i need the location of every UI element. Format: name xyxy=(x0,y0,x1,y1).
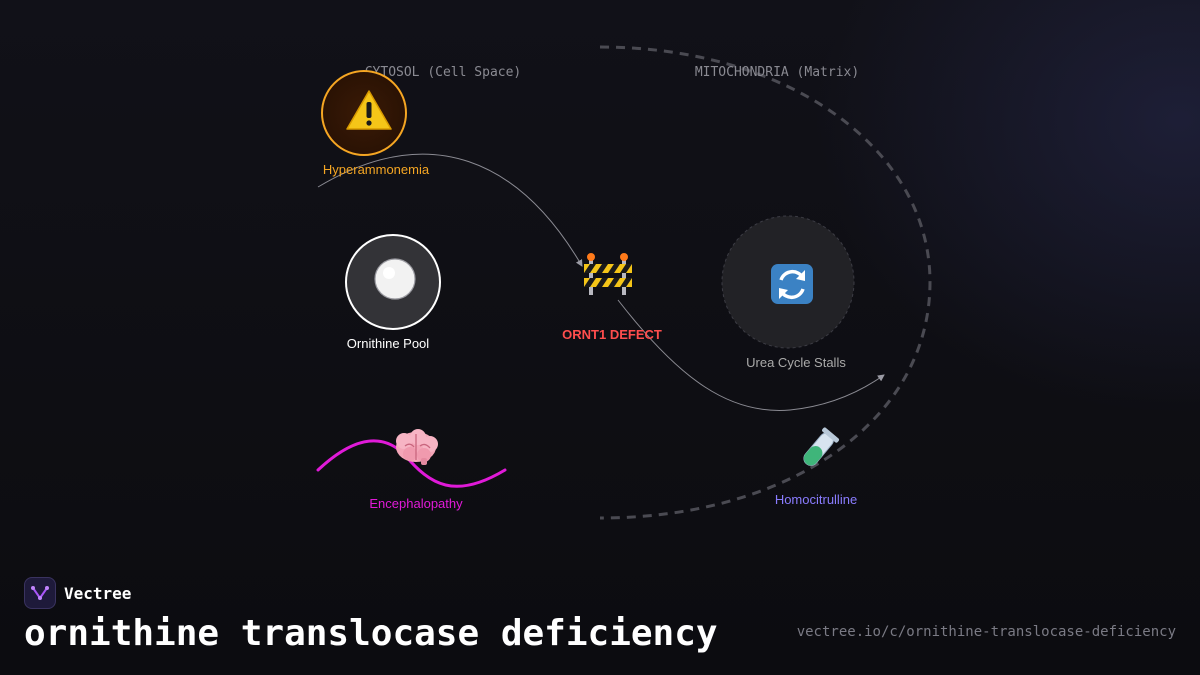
ornithine-pool-label: Ornithine Pool xyxy=(347,336,429,351)
brain-icon xyxy=(396,429,438,465)
construction-barrier-icon xyxy=(584,253,632,295)
node-ornt1-defect[interactable]: ORNT1 DEFECT xyxy=(562,253,662,342)
white-circle-icon xyxy=(374,258,416,300)
cycle-arrows-icon xyxy=(771,264,813,304)
urea-cycle-label: Urea Cycle Stalls xyxy=(746,355,846,370)
region-label-cytosol: CYTOSOL (Cell Space) xyxy=(365,65,522,80)
ornt1-defect-label: ORNT1 DEFECT xyxy=(562,327,662,342)
page-title: ornithine translocase deficiency xyxy=(24,613,718,654)
warning-icon xyxy=(346,90,392,130)
mitochondria-membrane xyxy=(599,45,932,520)
node-urea-cycle[interactable]: Urea Cycle Stalls xyxy=(721,215,855,370)
node-ornithine-pool[interactable]: Ornithine Pool xyxy=(345,234,441,351)
page-url-link[interactable]: vectree.io/c/ornithine-translocase-defic… xyxy=(796,624,1176,640)
node-hyperammonemia[interactable]: Hyperammonemia xyxy=(321,70,430,177)
region-label-mitochondria: MITOCHONDRIA (Matrix) xyxy=(695,65,859,80)
encephalopathy-label: Encephalopathy xyxy=(369,496,463,511)
hyperammonemia-label: Hyperammonemia xyxy=(323,162,430,177)
flow-arrow-to-ornt1 xyxy=(317,153,583,267)
vectree-logo-icon xyxy=(24,577,56,609)
brand-name: Vectree xyxy=(64,583,132,603)
homocitrulline-label: Homocitrulline xyxy=(775,492,857,507)
node-homocitrulline[interactable]: Homocitrulline xyxy=(775,427,857,507)
node-encephalopathy[interactable]: Encephalopathy xyxy=(369,429,463,511)
test-tube-icon xyxy=(803,427,839,466)
brand[interactable]: Vectree xyxy=(24,577,131,609)
flow-arrow-to-mitochondria xyxy=(617,299,885,411)
